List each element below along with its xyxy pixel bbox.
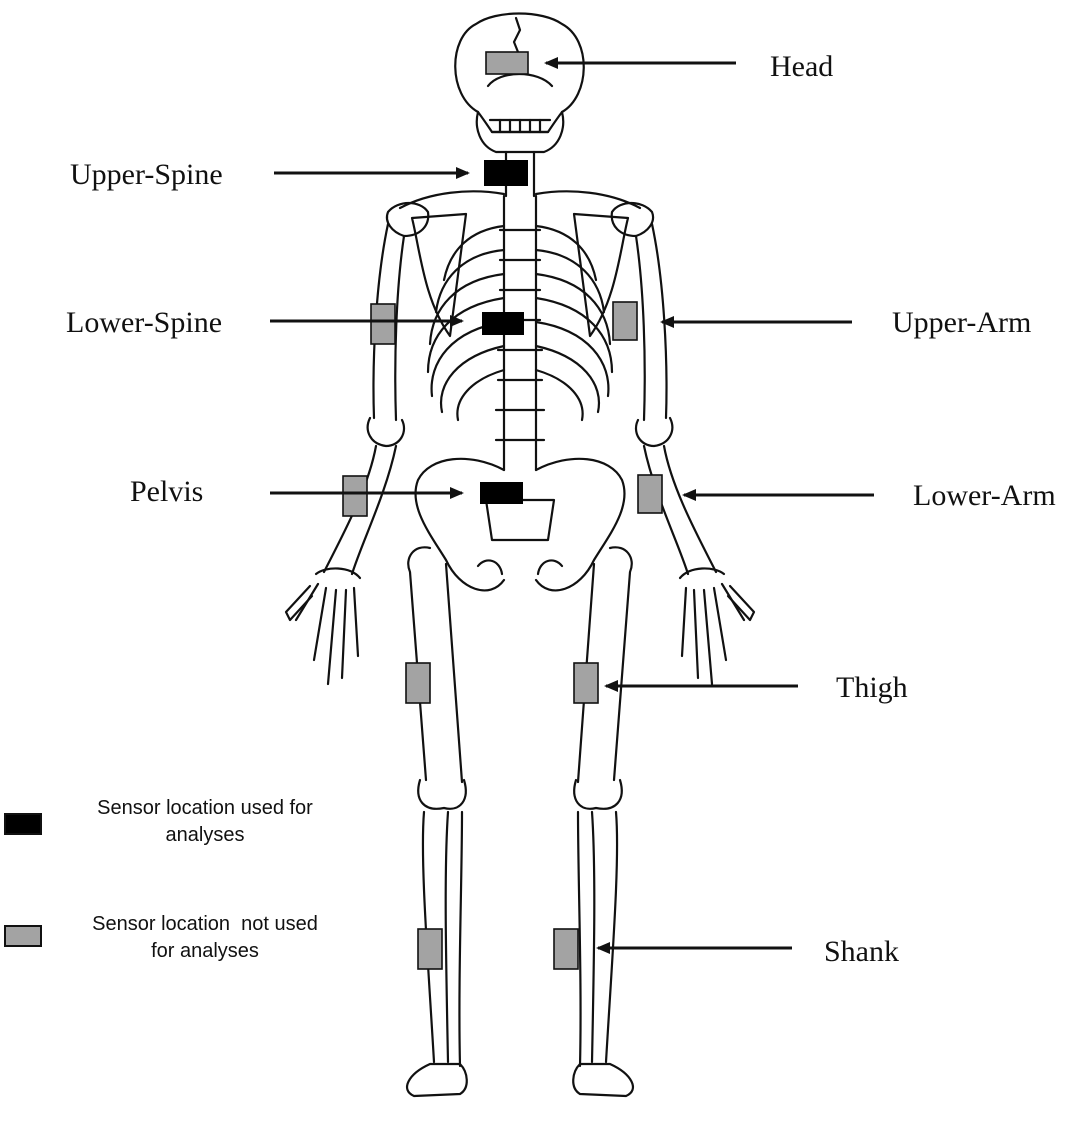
legend-not-used-swatch — [4, 925, 42, 947]
legend-not-used-line1: Sensor location not used — [92, 913, 318, 935]
legend-not-used-line2: for analyses — [151, 940, 259, 962]
sensor-pelvis — [480, 482, 523, 504]
scapula-right — [572, 212, 630, 338]
label-shank: Shank — [824, 935, 899, 968]
sensor-thigh-left — [405, 662, 431, 704]
tibia-right — [576, 810, 619, 1068]
label-lower-spine: Lower-Spine — [66, 306, 223, 339]
label-lower-arm: Lower-Arm — [913, 479, 1056, 512]
knee-right — [573, 778, 623, 810]
scapula-left — [410, 212, 468, 338]
sensors-not-used — [342, 51, 663, 970]
label-upper-arm: Upper-Arm — [892, 306, 1032, 339]
arrows — [270, 57, 874, 954]
label-head: Head — [770, 50, 834, 83]
pelvis-bone — [414, 457, 626, 592]
legend-used-text: Sensor location used for analyses — [60, 795, 350, 849]
label-pelvis: Pelvis — [130, 475, 204, 508]
jaw — [475, 110, 565, 154]
legend-used-line2: analyses — [165, 824, 245, 846]
sensor-upper-arm-left — [370, 303, 396, 345]
knee-left — [417, 778, 467, 810]
sensor-lower-arm-right — [637, 474, 663, 514]
sensor-thigh-right — [573, 662, 599, 704]
legend-used-line1: Sensor location used for — [97, 797, 313, 819]
sensor-lower-spine — [482, 312, 524, 335]
femur-left — [407, 546, 464, 784]
foot-left — [406, 1062, 468, 1098]
foot-right — [572, 1062, 634, 1098]
label-thigh: Thigh — [836, 671, 908, 704]
clavicles — [398, 190, 642, 210]
humerus-right — [634, 222, 668, 422]
sensor-lower-arm-left — [342, 475, 368, 517]
tibia-left — [421, 810, 464, 1068]
label-upper-spine: Upper-Spine — [70, 158, 223, 191]
sensor-upper-arm-right — [612, 301, 638, 341]
sensor-shank-right — [553, 928, 579, 970]
sensor-shank-left — [417, 928, 443, 970]
sensor-upper-spine — [484, 160, 528, 186]
legend-not-used-text: Sensor location not used for analyses — [60, 911, 350, 965]
sensor-head — [485, 51, 529, 75]
forearm-right — [642, 444, 718, 576]
legend-used-swatch — [4, 813, 42, 835]
sensors-used — [480, 160, 528, 504]
